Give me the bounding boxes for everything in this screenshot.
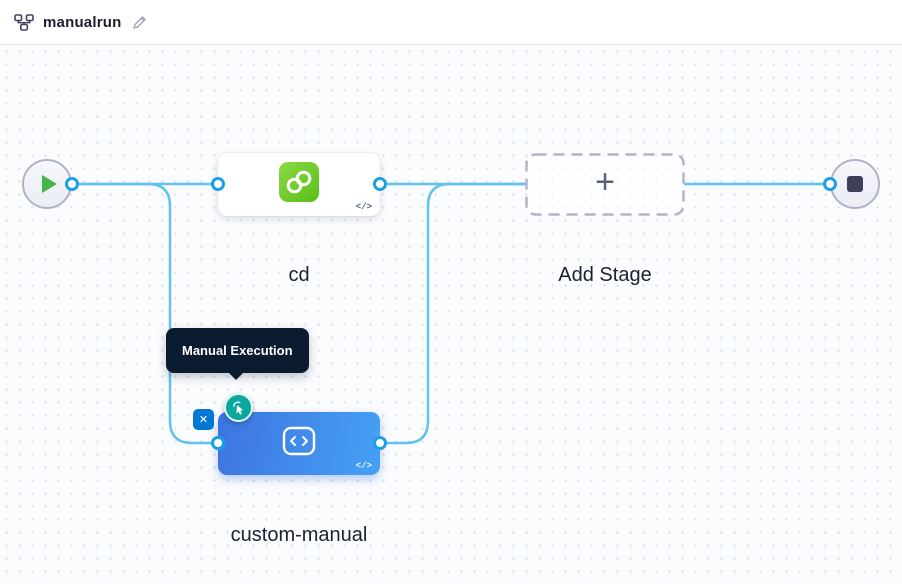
stage-node-custom-manual[interactable]: </> (218, 412, 380, 475)
add-stage-button[interactable]: + (525, 153, 685, 216)
edge-start-to-custom (70, 182, 220, 445)
port-cd-in[interactable] (211, 177, 225, 191)
pipeline-end-node (830, 159, 880, 209)
delete-stage-button[interactable]: ✕ (193, 409, 214, 430)
port-custom-in[interactable] (211, 436, 225, 450)
code-icon: </> (355, 461, 372, 471)
add-stage-label: Add Stage (558, 264, 652, 286)
manual-execution-tooltip: Manual Execution (166, 328, 309, 380)
manual-execution-icon[interactable] (224, 393, 253, 422)
edit-icon[interactable] (132, 15, 147, 30)
cd-stage-icon (279, 162, 319, 207)
pipeline-canvas[interactable]: </> cd + Add Stage </> custom-manual ✕ (0, 45, 902, 584)
play-icon (42, 175, 57, 193)
pipeline-title: manualrun (43, 13, 122, 31)
stage-node-cd[interactable]: </> (218, 153, 380, 216)
pipeline-start-node (22, 159, 72, 209)
click-cursor-icon (232, 401, 243, 415)
port-custom-out[interactable] (373, 436, 387, 450)
close-icon: ✕ (198, 414, 209, 426)
plus-icon: + (595, 163, 615, 201)
add-stage-dashed-border (525, 153, 685, 216)
stage-label-custom-manual: custom-manual (230, 524, 368, 546)
stop-icon (847, 176, 863, 192)
port-cd-out[interactable] (373, 177, 387, 191)
code-icon: </> (355, 202, 372, 212)
pipeline-icon (14, 13, 34, 31)
stage-label-cd: cd (288, 264, 310, 286)
tooltip-text: Manual Execution (182, 343, 293, 358)
port-end-in[interactable] (823, 177, 837, 191)
port-start-out[interactable] (65, 177, 79, 191)
connector-lines (70, 182, 832, 445)
custom-stage-icon (279, 424, 319, 463)
header: manualrun (0, 0, 902, 45)
edge-custom-to-addstage (378, 182, 527, 445)
